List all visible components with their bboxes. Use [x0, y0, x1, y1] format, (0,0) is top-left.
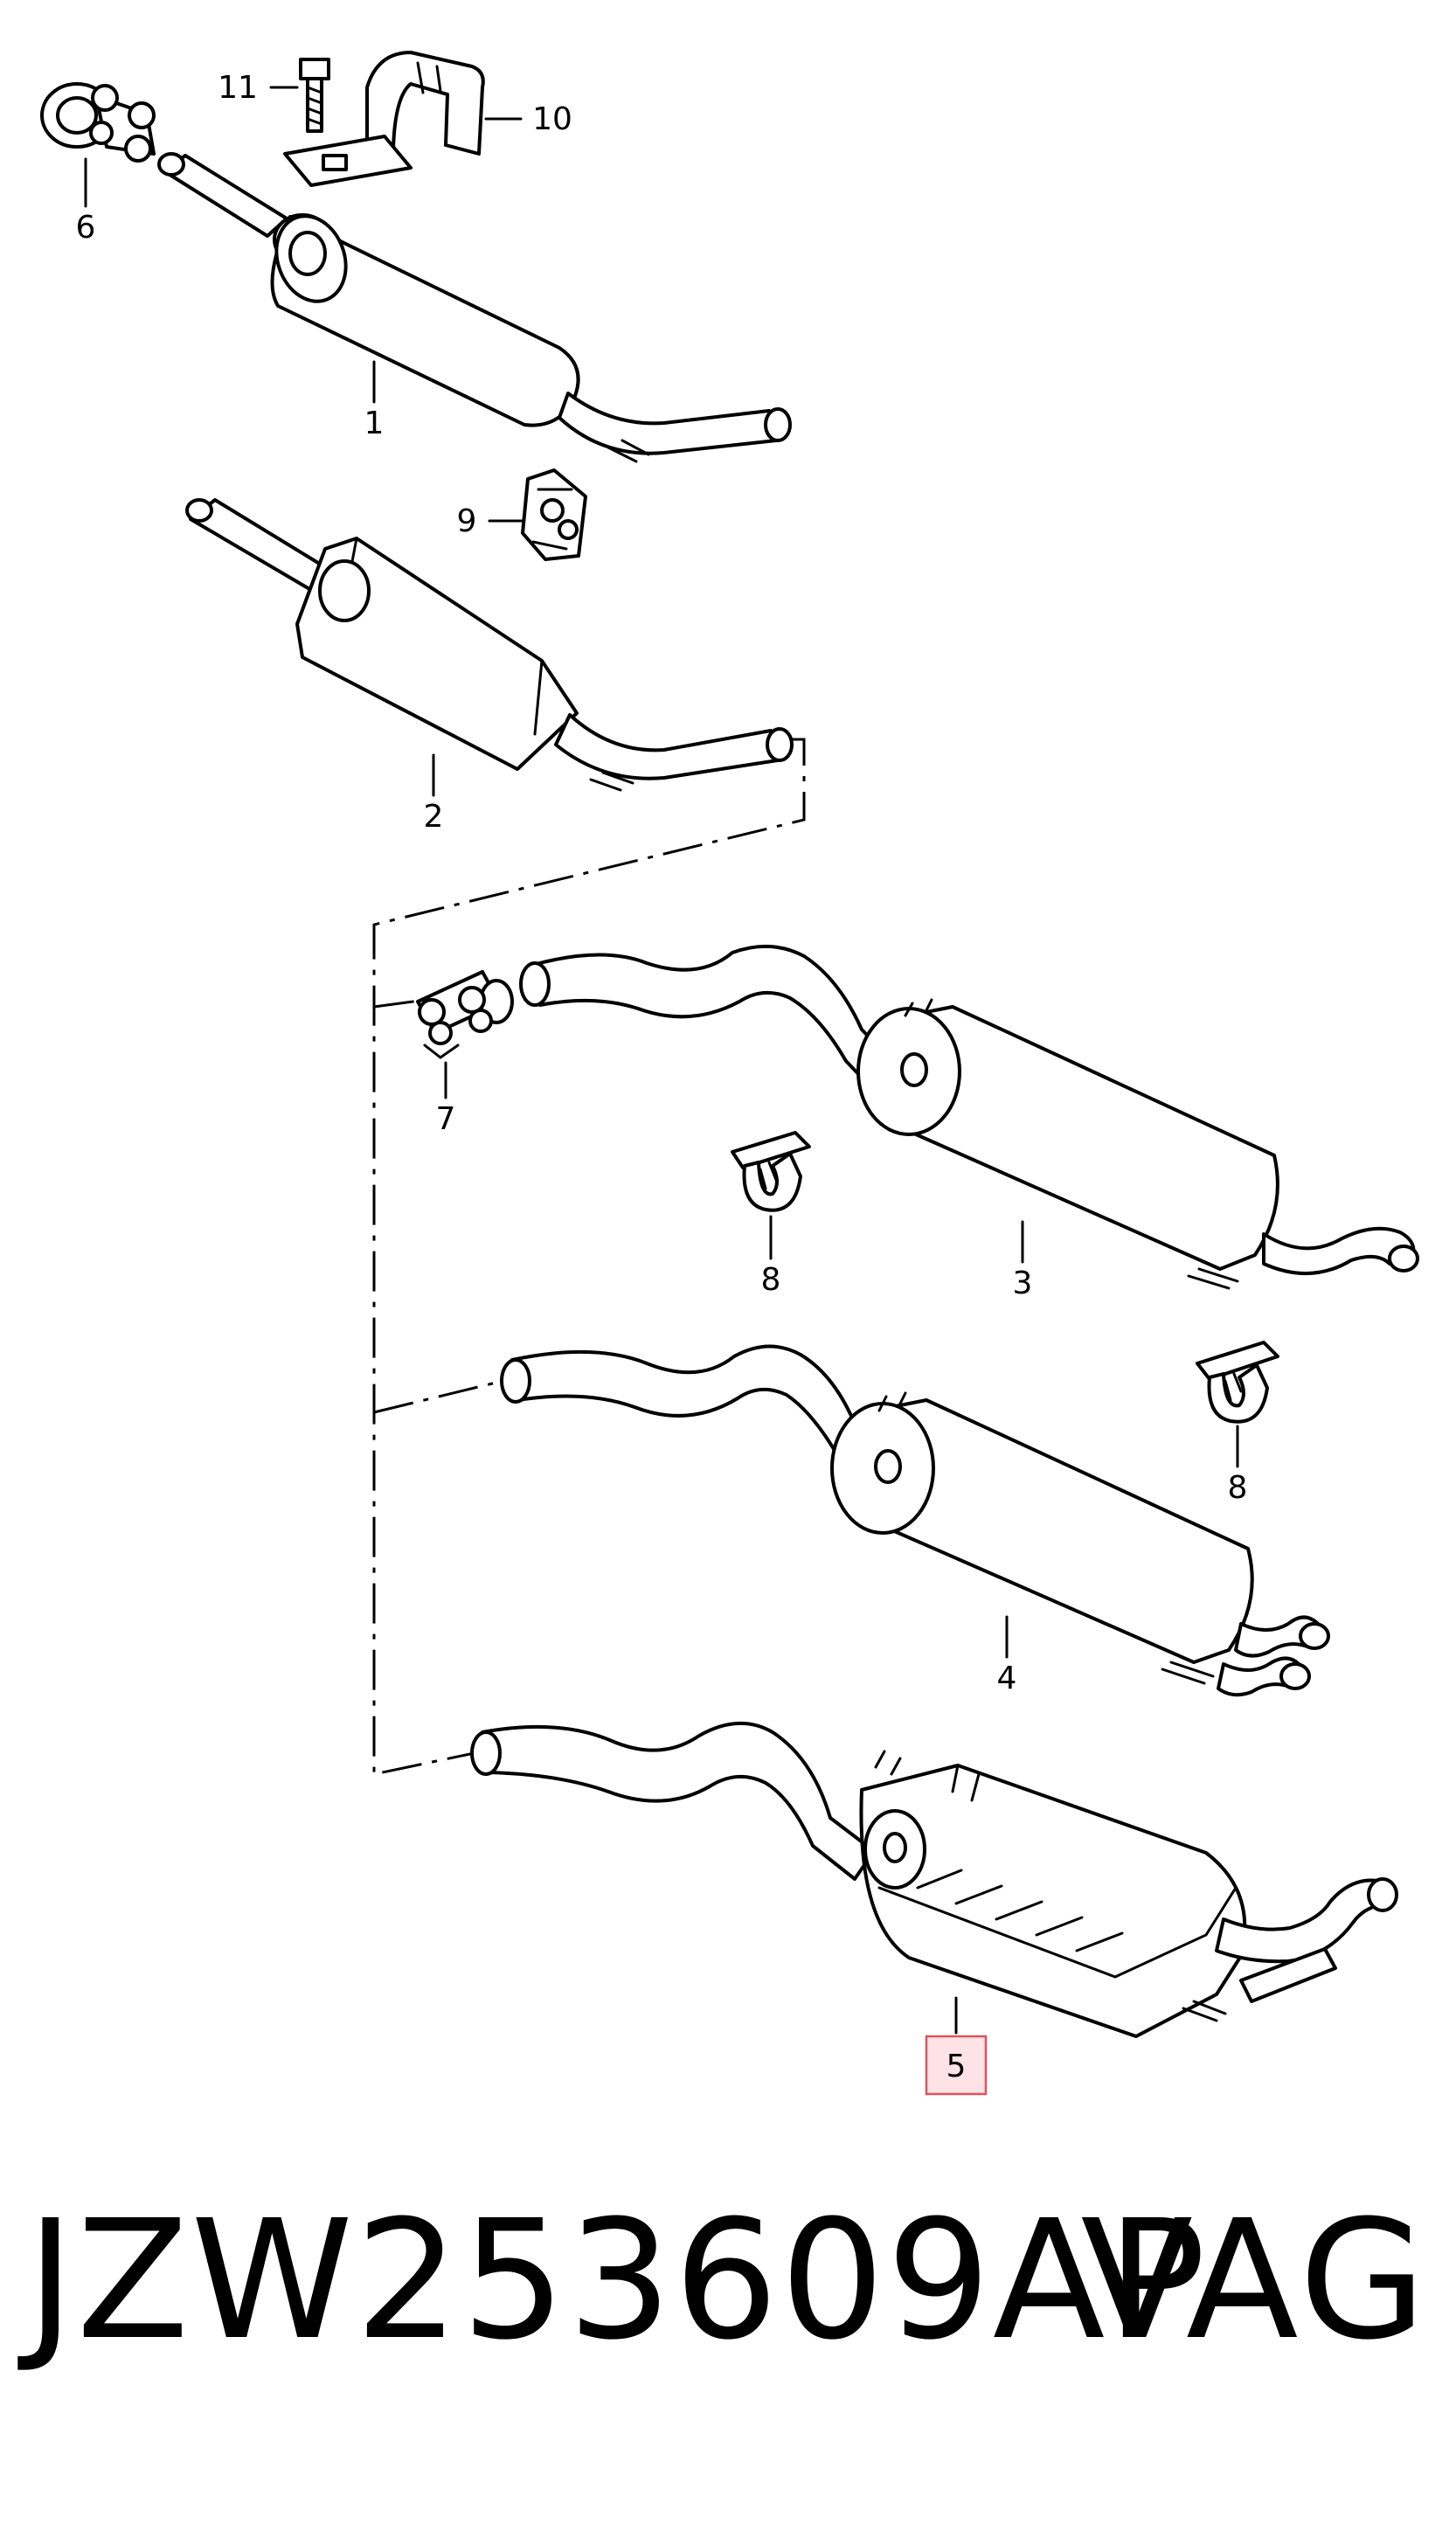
callout-3: 3	[1013, 1266, 1033, 1301]
brand-name: VAG	[1080, 2185, 1430, 2376]
part-number: JZW253609AP	[26, 2185, 1208, 2376]
callout-11: 11	[218, 70, 258, 106]
part-11-bolt	[299, 58, 330, 133]
callout-7: 7	[436, 1101, 456, 1137]
part-4-rear-silencer	[500, 1344, 1330, 1697]
callout-6: 6	[76, 210, 96, 246]
part-10-bracket	[283, 51, 485, 187]
callout-9: 9	[457, 503, 477, 539]
part-8-clip-upper	[731, 1131, 811, 1212]
part-7-clamp	[416, 970, 514, 1059]
callout-10: 10	[532, 101, 572, 137]
callout-8-lower: 8	[1228, 1470, 1248, 1506]
callout-4: 4	[997, 1661, 1017, 1696]
footer: JZW253609AP VAG	[0, 2167, 1456, 2395]
part-3-rear-silencer	[519, 944, 1419, 1290]
callout-5: 5	[946, 2049, 967, 2084]
callout-8-upper: 8	[761, 1262, 781, 1298]
connection-lines	[372, 738, 806, 1776]
callout-1: 1	[364, 406, 385, 441]
part-8-clip-lower	[1196, 1341, 1279, 1424]
part-2-front-silencer	[185, 498, 794, 792]
part-5-rear-silencer	[470, 1722, 1398, 2038]
part-1-front-silencer	[157, 152, 792, 463]
callout-5-highlighted: 5	[925, 2035, 988, 2096]
part-6-clamp	[40, 82, 156, 163]
callout-2: 2	[424, 799, 444, 835]
part-9-rubber-mount	[521, 468, 587, 561]
callout-leader-lines	[84, 86, 1239, 2035]
exhaust-system-diagram: 6 11 10 1 9 2 7 8 3 8 4 5	[40, 51, 1419, 2096]
